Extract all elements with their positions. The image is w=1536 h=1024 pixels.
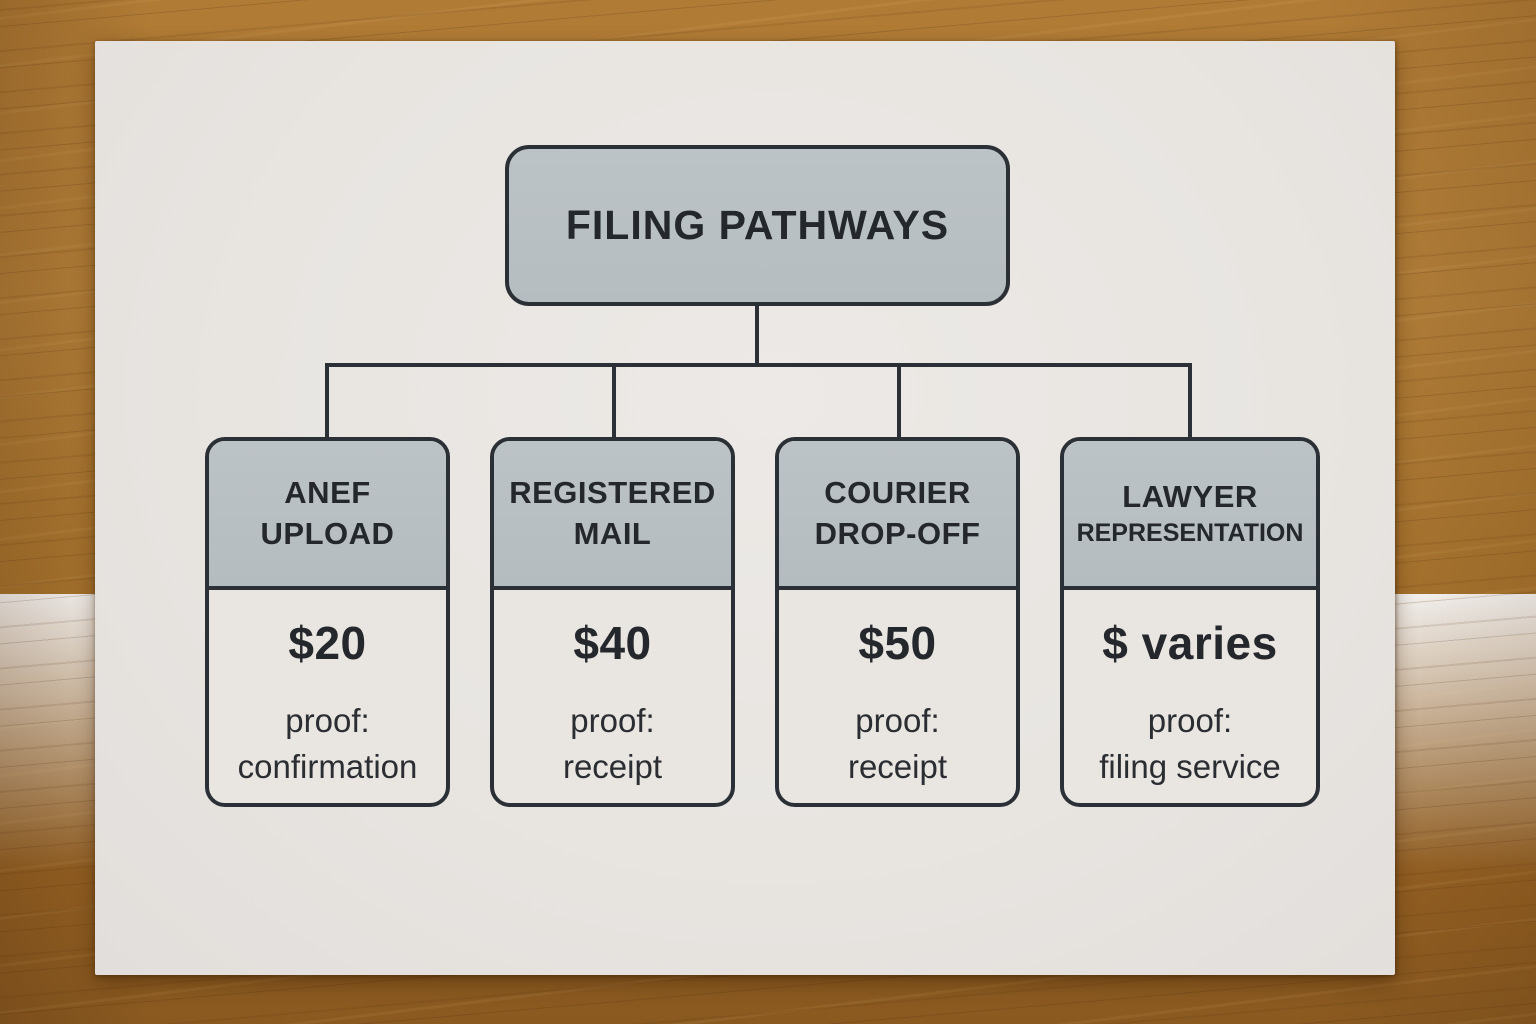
proof-text: proof: confirmation <box>238 698 418 790</box>
node-title-line2: REPRESENTATION <box>1076 519 1304 548</box>
node-body: $40 proof: receipt <box>494 590 731 803</box>
proof-value: confirmation <box>237 748 418 786</box>
proof-value: receipt <box>562 748 663 786</box>
cost-value: $20 <box>288 617 367 669</box>
pathway-node-lawyer-representation: LAWYER REPRESENTATION $ varies proof: fi… <box>1060 437 1320 807</box>
node-body: $20 proof: confirmation <box>209 590 446 803</box>
proof-value: receipt <box>847 748 948 786</box>
paper-sheet: FILING PATHWAYS ANEF UPLOAD $20 proof: c… <box>95 41 1395 975</box>
pathway-node-anef-upload: ANEF UPLOAD $20 proof: confirmation <box>205 437 450 807</box>
node-header: LAWYER REPRESENTATION <box>1064 441 1316 590</box>
proof-label: proof: <box>285 702 370 739</box>
node-header: REGISTERED MAIL <box>494 441 731 590</box>
node-title-line1: REGISTERED <box>509 474 716 510</box>
node-header: ANEF UPLOAD <box>209 441 446 590</box>
diagram-title: FILING PATHWAYS <box>565 202 950 248</box>
proof-text: proof: receipt <box>563 698 662 790</box>
node-header: COURIER DROP-OFF <box>779 441 1016 590</box>
node-body: $ varies proof: filing service <box>1064 590 1316 803</box>
proof-label: proof: <box>855 702 940 739</box>
node-title-line2: UPLOAD <box>260 515 395 551</box>
node-body: $50 proof: receipt <box>779 590 1016 803</box>
pathway-node-registered-mail: REGISTERED MAIL $40 proof: receipt <box>490 437 735 807</box>
proof-text: proof: filing service <box>1099 698 1281 790</box>
node-title-line1: LAWYER <box>1122 478 1258 514</box>
pathway-node-courier-dropoff: COURIER DROP-OFF $50 proof: receipt <box>775 437 1020 807</box>
cost-value: $40 <box>573 617 652 669</box>
node-title-line2: MAIL <box>573 515 652 551</box>
node-title-line1: COURIER <box>824 474 971 510</box>
proof-value: filing service <box>1099 748 1281 786</box>
node-title-line1: ANEF <box>284 474 371 510</box>
cost-value: $50 <box>858 617 937 669</box>
diagram-root-node: FILING PATHWAYS <box>505 145 1010 306</box>
cost-value: $ varies <box>1102 617 1278 669</box>
proof-text: proof: receipt <box>848 698 947 790</box>
proof-label: proof: <box>570 702 655 739</box>
node-title-line2: DROP-OFF <box>814 515 981 551</box>
proof-label: proof: <box>1147 702 1233 739</box>
